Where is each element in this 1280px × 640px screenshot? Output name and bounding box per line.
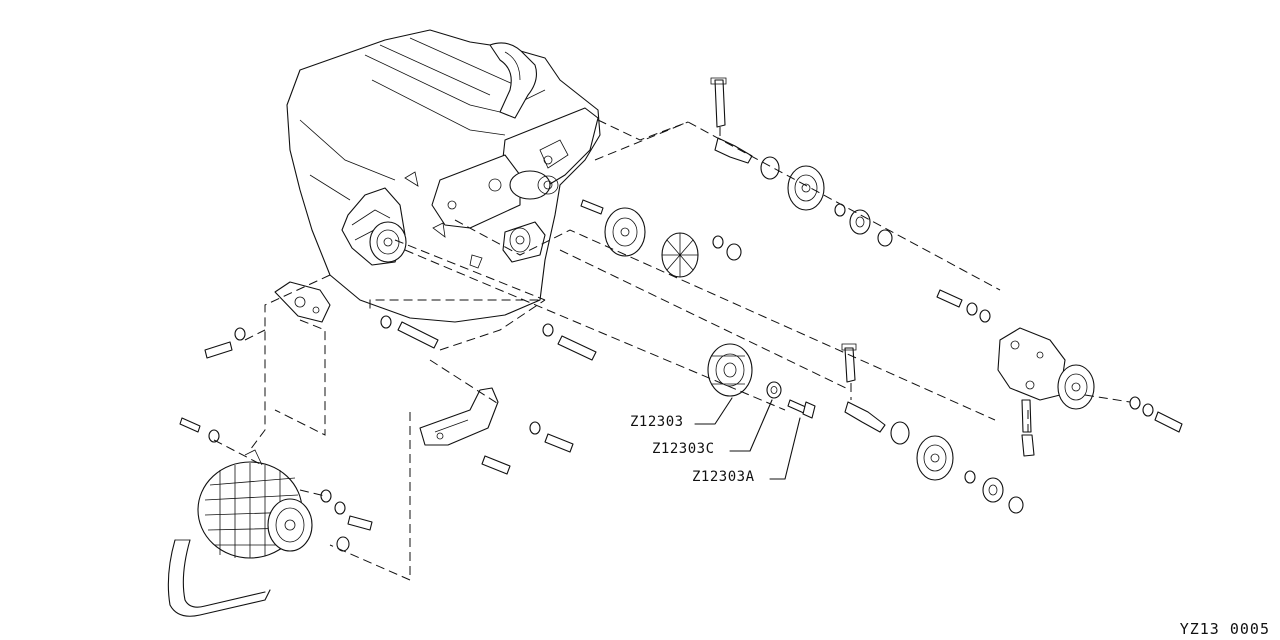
callout-leaders: [694, 397, 801, 480]
crank-pulley-assembly: [580, 199, 742, 278]
bolts-and-washers: [179, 289, 1183, 552]
lower-bracket: [419, 387, 499, 446]
callout-bolt-label: Z12303A: [692, 469, 755, 485]
upper-idler-assembly: [710, 77, 893, 247]
diagram-reference-code: YZ13 0005: [1179, 620, 1270, 638]
lower-idler-assembly: [841, 343, 1024, 514]
pulley-bolt: [787, 399, 816, 419]
callout-pulley-label: Z12303: [630, 414, 684, 430]
callout-spacer-label: Z12303C: [652, 441, 715, 457]
drive-belt: [167, 539, 271, 617]
engine-block: [286, 29, 601, 323]
assembly-lines: [213, 119, 1131, 581]
power-steering-pump: [341, 187, 407, 266]
pulley-spacer: [766, 381, 782, 399]
belt-tensioner: [997, 327, 1095, 457]
alternator: [197, 449, 313, 559]
center-idler-pulley: [707, 343, 753, 397]
upper-left-bracket: [274, 281, 331, 323]
